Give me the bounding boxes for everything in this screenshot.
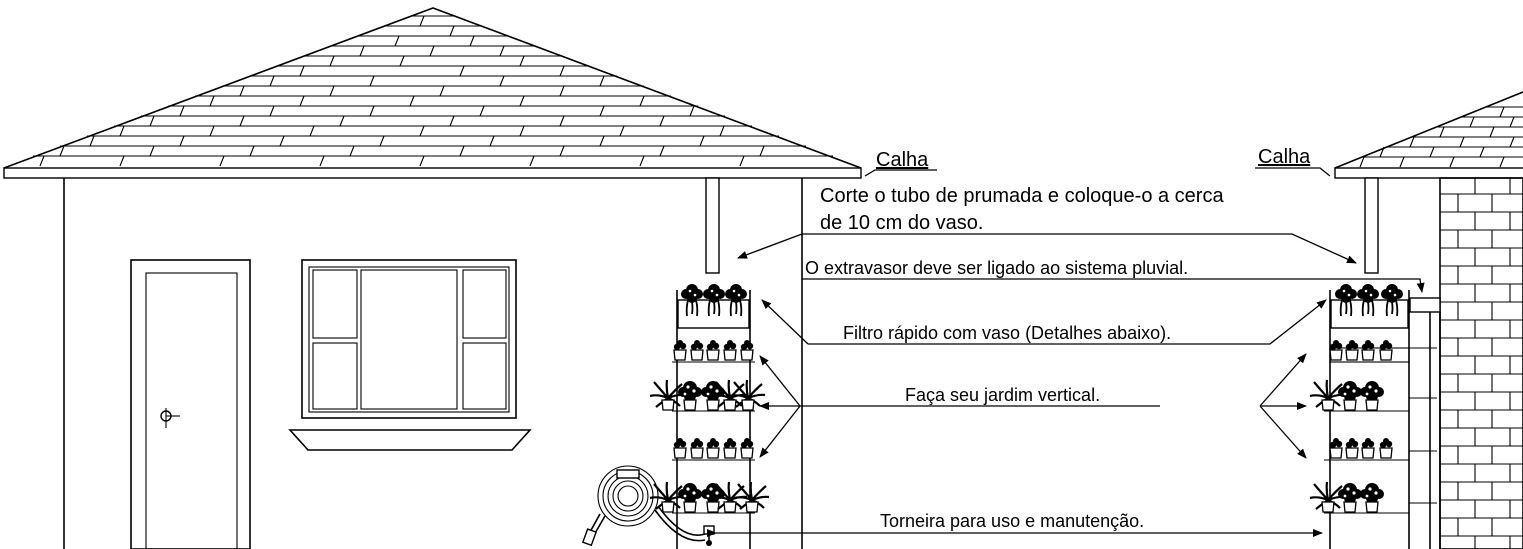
downpipe-right xyxy=(1364,177,1379,274)
window xyxy=(288,259,532,451)
door-knob-icon xyxy=(160,408,180,428)
label-jardim: Faça seu jardim vertical. xyxy=(905,385,1100,405)
garden-hose-icon xyxy=(581,465,706,547)
label-calha-left: Calha xyxy=(876,149,929,171)
label-extravasor: O extravasor deve ser ligado ao sistema … xyxy=(805,258,1188,278)
left-vertical-garden xyxy=(581,283,771,549)
roof-shingles xyxy=(33,15,833,167)
label-torneira: Torneira para uso e manutenção. xyxy=(880,511,1144,531)
tap-icon xyxy=(703,525,715,546)
door xyxy=(130,259,251,549)
brick-wall xyxy=(1439,177,1523,549)
annotation-text: Calha Calha Corte o tubo de prumada e co… xyxy=(805,146,1311,531)
left-house xyxy=(3,7,862,549)
label-calha-right: Calha xyxy=(1258,146,1311,168)
downpipe-left xyxy=(705,177,720,274)
annotation-leaders xyxy=(707,167,1425,537)
label-tubo-line2: de 10 cm do vaso. xyxy=(820,212,983,234)
right-vertical-garden xyxy=(1308,283,1441,549)
label-tubo-line1: Corte o tubo de prumada e coloque-o a ce… xyxy=(820,185,1224,207)
label-filtro: Filtro rápido com vaso (Detalhes abaixo)… xyxy=(843,323,1171,343)
